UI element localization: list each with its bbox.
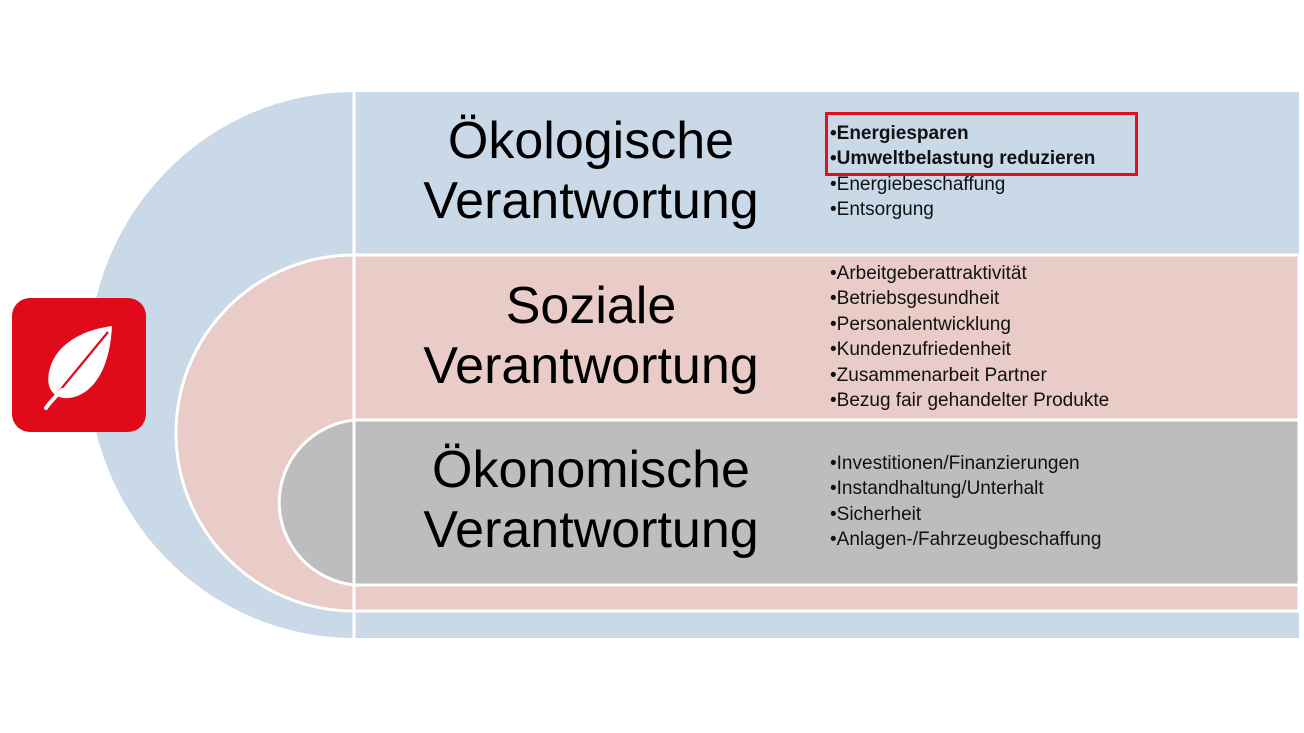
- ecology-heading-line1: Ökologische: [447, 112, 735, 170]
- list-item: •Betriebsgesundheit: [830, 288, 1000, 310]
- social-heading-line1: Soziale: [505, 277, 677, 335]
- list-item: •Bezug fair gehandelter Produkte: [830, 390, 1110, 412]
- economy-band: [277, 418, 1301, 587]
- leaf-icon: [44, 326, 112, 410]
- list-item: •Umweltbelastung reduzieren: [830, 148, 1096, 170]
- economy-item-list: •Investitionen/Finanzierungen •Instandha…: [830, 451, 1101, 553]
- list-item: •Entsorgung: [830, 199, 934, 221]
- list-item: •Sicherheit: [830, 503, 922, 525]
- list-item: •Anlagen-/Fahrzeugbeschaffung: [830, 529, 1102, 551]
- list-item: •Zusammenarbeit Partner: [830, 364, 1047, 386]
- list-item: •Energiesparen: [830, 123, 969, 144]
- economy-heading: Ökonomische Verantwortung: [356, 440, 826, 560]
- economy-heading-line1: Ökonomische: [432, 441, 750, 499]
- social-item-list: •Arbeitgeberattraktivität •Betriebsgesun…: [830, 261, 1109, 413]
- ecology-heading-line2: Verantwortung: [423, 172, 759, 230]
- social-heading: Soziale Verantwortung: [356, 276, 826, 396]
- ecology-item-list: •Energiesparen •Umweltbelastung reduzier…: [830, 121, 1095, 223]
- list-item: •Kundenzufriedenheit: [830, 339, 1011, 361]
- list-item: •Investitionen/Finanzierungen: [830, 453, 1080, 474]
- list-item: •Instandhaltung/Unterhalt: [830, 478, 1044, 500]
- social-heading-line2: Verantwortung: [423, 337, 759, 395]
- economy-heading-line2: Verantwortung: [423, 501, 759, 559]
- ecology-heading: Ökologische Verantwortung: [356, 111, 826, 231]
- highlight-box: [825, 112, 1138, 176]
- list-item: •Personalentwicklung: [830, 313, 1011, 335]
- list-item: •Arbeitgeberattraktivität: [830, 263, 1027, 284]
- list-item: •Energiebeschaffung: [830, 173, 1006, 195]
- leaf-icon-tile: [12, 298, 146, 432]
